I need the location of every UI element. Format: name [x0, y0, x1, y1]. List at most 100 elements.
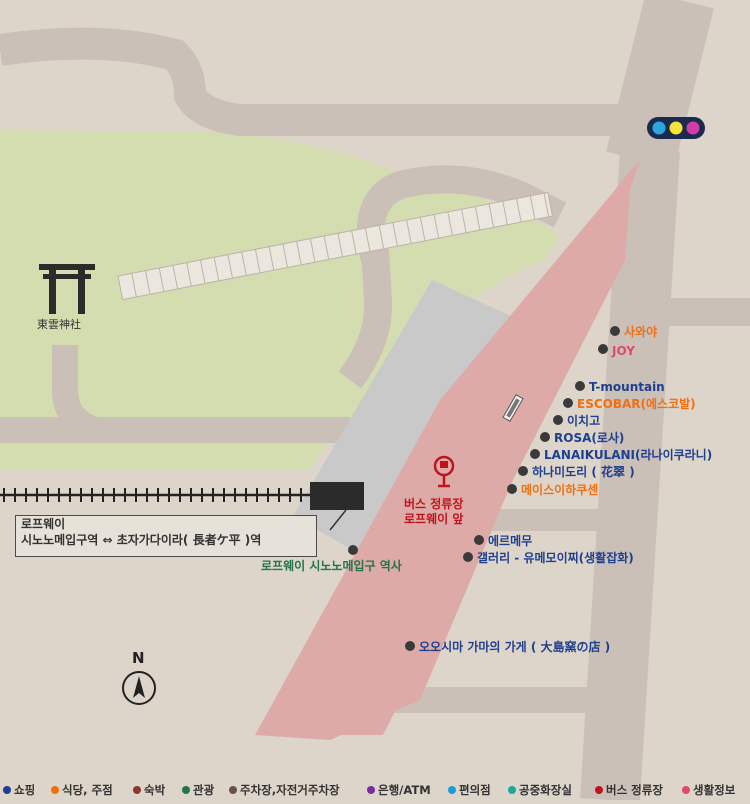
place-dot: [507, 484, 517, 494]
legend-item: 은행/ATM: [367, 782, 431, 798]
place-dot: [518, 466, 528, 476]
ropeway-callout: 로프웨이 시노노메입구역 ⇔ 초자가다이라( 長者ケ平 )역: [15, 515, 317, 557]
place-dot: [530, 449, 540, 459]
stair-step: [419, 217, 426, 241]
stair-step: [268, 246, 275, 271]
place-dot: [474, 535, 484, 545]
stair-step: [364, 227, 371, 252]
road-top: [0, 27, 660, 136]
bus-stop-label-1: 버스 정류장: [404, 497, 464, 511]
map-legend: 쇼핑 식당, 주점 숙박 관광 주차장,자전거주차장 은행/ATM 편의점 공중…: [0, 776, 750, 800]
place-dot: [563, 398, 573, 408]
place-label[interactable]: ROSA(로사): [554, 431, 625, 445]
callout-line: [329, 509, 347, 531]
place-dot: [540, 432, 550, 442]
place-label[interactable]: 사와야: [624, 325, 658, 339]
place-label[interactable]: LANAIKULANI(라나이쿠라니): [544, 448, 713, 462]
stair-step: [337, 233, 343, 257]
stair-step: [282, 243, 288, 268]
legend-dot: [682, 786, 690, 794]
stair-step: [516, 198, 522, 223]
stair-step: [186, 262, 192, 287]
station-label: 로프웨이 시노노메입구 역사: [261, 559, 402, 573]
stair-step: [378, 225, 385, 249]
bus-stop-label-2: 로프웨이 앞: [404, 512, 464, 526]
legend-dot: [3, 786, 11, 794]
torii-icon: [39, 264, 95, 314]
stair-step: [474, 206, 481, 231]
stair-step: [543, 193, 550, 217]
stair-step: [392, 222, 398, 247]
legend-dot: [448, 786, 456, 794]
stair-step: [144, 270, 151, 295]
stair-step: [213, 257, 220, 281]
main-road-2: [255, 168, 632, 735]
legend-item: 공중화장실: [508, 782, 572, 798]
place-dot: [575, 381, 585, 391]
stair-step: [158, 267, 165, 292]
legend-dot: [51, 786, 59, 794]
ropeway-route: 시노노메입구역 ⇔ 초자가다이라( 長者ケ平 )역: [21, 533, 262, 547]
road-marker: [502, 394, 524, 422]
road-right-a: [606, 0, 714, 169]
legend-item: 숙박: [133, 782, 165, 798]
ropeway-title: 로프웨이: [21, 517, 66, 531]
stair-step: [406, 219, 412, 244]
legend-item: 버스 정류장: [595, 782, 663, 798]
legend-dot: [508, 786, 516, 794]
railway-track: [0, 488, 310, 502]
legend-dot: [182, 786, 190, 794]
stair-step: [254, 249, 261, 273]
place-label[interactable]: 이치고: [567, 414, 601, 428]
stair-step: [447, 211, 453, 236]
legend-item: 주차장,자전거주차장: [229, 782, 340, 798]
place-dot: [553, 415, 563, 425]
legend-item: 쇼핑: [3, 782, 35, 798]
stair-step: [309, 238, 316, 263]
stair-step: [199, 259, 206, 284]
station-dot: [348, 545, 358, 555]
stair-step: [227, 254, 234, 279]
road-loop: [356, 165, 567, 264]
place-label[interactable]: 하나미도리 ( 花翠 ): [532, 465, 635, 479]
place-label[interactable]: 에르메무: [488, 534, 533, 548]
stairs: [117, 191, 554, 301]
stair-step: [323, 235, 330, 260]
legend-item: 관광: [182, 782, 214, 798]
place-label[interactable]: JOY: [612, 344, 635, 358]
place-dot: [598, 344, 608, 354]
bus-stop-icon: [433, 455, 455, 488]
traffic-light-icon: [647, 117, 705, 139]
legend-dot: [595, 786, 603, 794]
road-loop-b: [338, 249, 393, 389]
stair-step: [488, 203, 495, 228]
place-label[interactable]: 갤러리 - 유메모이찌(생활잡화): [477, 551, 634, 565]
place-label[interactable]: 오오시마 가마의 가게 ( 大島窯の店 ): [419, 640, 611, 654]
compass-north-label: N: [132, 649, 145, 667]
stair-step: [351, 230, 357, 255]
place-dot: [610, 326, 620, 336]
legend-item: 생활정보: [682, 782, 735, 798]
place-dot: [463, 552, 473, 562]
stair-step: [461, 209, 467, 233]
place-label[interactable]: 메이스이하쿠센: [521, 483, 599, 497]
stair-step: [131, 273, 137, 297]
place-dot: [405, 641, 415, 651]
stair-step: [241, 251, 247, 276]
legend-item: 편의점: [448, 782, 491, 798]
shrine-label: 東雲神社: [37, 318, 81, 331]
stair-step: [433, 214, 440, 239]
stair-step: [296, 241, 302, 265]
stair-step: [529, 195, 536, 220]
legend-dot: [229, 786, 237, 794]
place-label[interactable]: T-mountain: [589, 380, 665, 394]
place-label[interactable]: ESCOBAR(에스코발): [577, 397, 696, 411]
ropeway-station-block: [310, 482, 364, 510]
stair-step: [502, 201, 508, 225]
legend-dot: [133, 786, 141, 794]
stair-step: [172, 265, 179, 289]
compass-icon: [122, 671, 156, 705]
legend-dot: [367, 786, 375, 794]
